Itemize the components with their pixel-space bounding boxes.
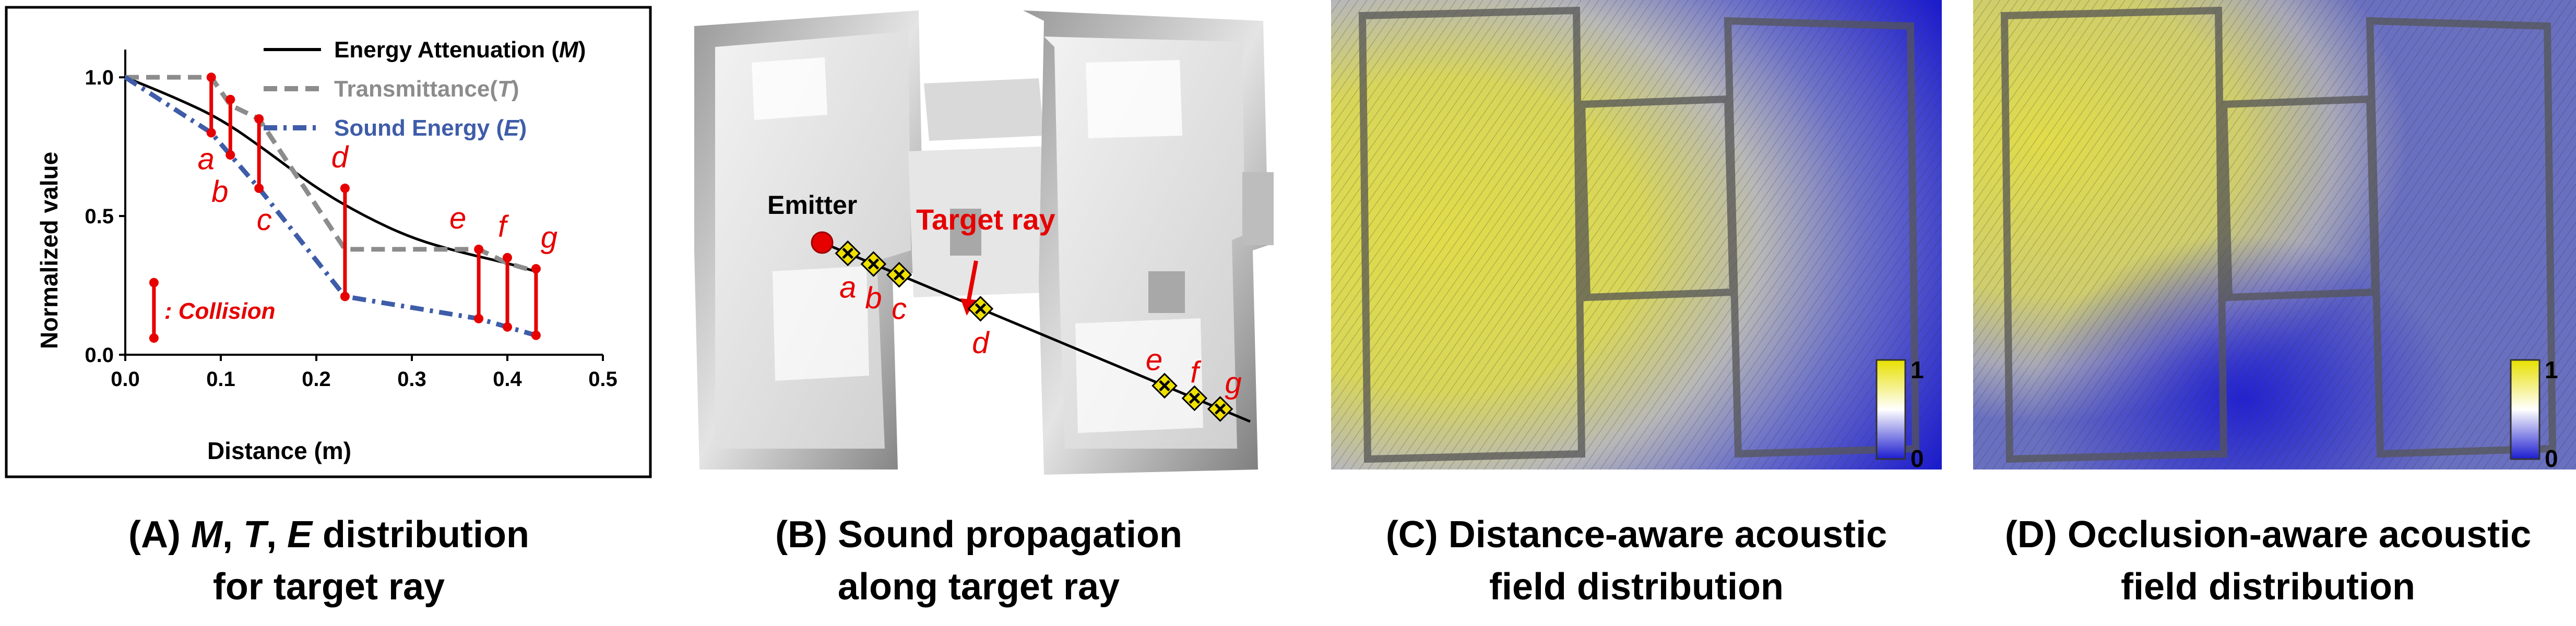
colorbar bbox=[2510, 359, 2541, 460]
collision-legend-label: : Collision bbox=[164, 298, 276, 324]
caption-d: (D) Occlusion-aware acoustic field distr… bbox=[1963, 509, 2573, 613]
target-ray-arrow bbox=[966, 260, 978, 303]
collision-bottom-d bbox=[340, 292, 350, 302]
series-attenuation bbox=[125, 76, 537, 273]
series-transmittance bbox=[125, 75, 537, 274]
caption-c: (C) Distance-aware acoustic field distri… bbox=[1321, 509, 1952, 613]
marker-cross bbox=[1159, 380, 1170, 392]
collision-label-b: b bbox=[211, 175, 228, 209]
collision-bottom-b bbox=[225, 150, 235, 160]
y-tick-label: 0.5 bbox=[85, 205, 114, 228]
colorbar-max-label: 1 bbox=[1910, 356, 1924, 383]
collision-legend-bottom bbox=[149, 333, 159, 343]
room-mesh bbox=[694, 10, 1274, 475]
collision-label-e: e bbox=[449, 201, 466, 235]
marker-label: e bbox=[1146, 343, 1162, 377]
collision-marker-b: b bbox=[860, 251, 887, 315]
x-tick-label: 0.4 bbox=[493, 368, 522, 391]
marker-label: d bbox=[972, 326, 990, 360]
caption-b-line2: along target ray bbox=[837, 566, 1120, 608]
collision-label-g: g bbox=[541, 221, 557, 255]
marker-label: b bbox=[865, 281, 882, 315]
x-tick-label: 0.3 bbox=[397, 368, 426, 391]
legend-attenuation: Energy Attenuation (M) bbox=[334, 37, 586, 63]
room-outline bbox=[2000, 6, 2557, 463]
caption-b: (B) Sound propagation along target ray bbox=[679, 509, 1279, 613]
colorbar-max-label: 1 bbox=[2545, 356, 2558, 383]
x-tick-label: 0.5 bbox=[588, 368, 618, 391]
y-tick-label: 1.0 bbox=[85, 66, 114, 89]
x-tick-label: 0.0 bbox=[111, 368, 140, 391]
legend-sound-energy: Sound Energy (E) bbox=[334, 115, 527, 141]
target-ray-label: Target ray bbox=[916, 203, 1055, 236]
collision-label-d: d bbox=[331, 140, 349, 174]
marker-cross bbox=[842, 247, 853, 259]
collision-bottom-a bbox=[206, 128, 216, 138]
marker-cross bbox=[1189, 392, 1201, 404]
collision-top-g bbox=[531, 264, 541, 274]
collision-marker-a: a bbox=[835, 240, 861, 305]
target-ray-arrowhead bbox=[960, 298, 976, 316]
emitter-dot bbox=[811, 231, 834, 254]
marker-cross bbox=[1214, 403, 1226, 415]
legend-transmittance: Transmittance(T) bbox=[334, 76, 519, 102]
collision-top-d bbox=[340, 183, 350, 193]
caption-d-line2: field distribution bbox=[2121, 566, 2415, 608]
y-tick-label: 0.0 bbox=[85, 344, 114, 367]
collision-label-c: c bbox=[257, 203, 272, 237]
x-axis-label: Distance (m) bbox=[207, 437, 351, 464]
field-ray-texture bbox=[1331, 0, 1942, 469]
caption-a: (A) M, T, E distribution for target ray bbox=[31, 509, 626, 613]
emitter-label: Emitter bbox=[767, 190, 857, 220]
marker-label: a bbox=[839, 271, 856, 305]
collision-marker-c: c bbox=[886, 261, 912, 326]
marker-cross bbox=[893, 269, 905, 281]
caption-b-line1: (B) Sound propagation bbox=[775, 514, 1182, 556]
chart-frame bbox=[5, 6, 652, 478]
caption-a-line1: (A) M, T, E distribution bbox=[128, 514, 529, 556]
marker-label: c bbox=[892, 292, 907, 326]
caption-a-line2: for target ray bbox=[212, 566, 445, 608]
collision-legend-top bbox=[149, 278, 159, 287]
caption-c-line1: (C) Distance-aware acoustic bbox=[1385, 514, 1888, 556]
collision-top-e bbox=[474, 244, 484, 254]
collision-top-c bbox=[254, 114, 264, 124]
colorbar-min-label: 0 bbox=[1910, 445, 1924, 472]
colorbar bbox=[1875, 359, 1906, 460]
marker-label: g bbox=[1225, 366, 1241, 400]
field-ray-texture bbox=[1973, 0, 2576, 469]
collision-top-a bbox=[206, 73, 216, 82]
caption-d-line1: (D) Occlusion-aware acoustic bbox=[2004, 514, 2532, 556]
collision-bottom-c bbox=[254, 183, 264, 193]
collision-bottom-f bbox=[503, 322, 512, 332]
collision-bottom-e bbox=[474, 314, 484, 323]
panel-d-occlusion-field: 1 0 bbox=[1973, 0, 2576, 472]
x-tick-label: 0.1 bbox=[206, 368, 235, 391]
collision-bottom-g bbox=[531, 330, 541, 340]
collision-marker-g: g bbox=[1207, 366, 1242, 422]
caption-c-line2: field distribution bbox=[1489, 566, 1784, 608]
room-outline bbox=[1358, 6, 1920, 463]
collision-label-a: a bbox=[198, 142, 215, 176]
x-tick-label: 0.2 bbox=[302, 368, 331, 391]
collision-marker-e: e bbox=[1146, 343, 1178, 399]
collision-top-b bbox=[225, 94, 235, 104]
colorbar-min-label: 0 bbox=[2545, 445, 2558, 472]
marker-cross bbox=[868, 258, 880, 270]
marker-cross bbox=[975, 303, 987, 315]
series-sound_energy bbox=[124, 75, 537, 338]
collision-top-f bbox=[503, 252, 512, 262]
collision-marker-d: d bbox=[967, 296, 994, 360]
y-axis-label: Normalized value bbox=[35, 152, 63, 349]
panel-c-distance-field: 1 0 bbox=[1331, 0, 1942, 472]
